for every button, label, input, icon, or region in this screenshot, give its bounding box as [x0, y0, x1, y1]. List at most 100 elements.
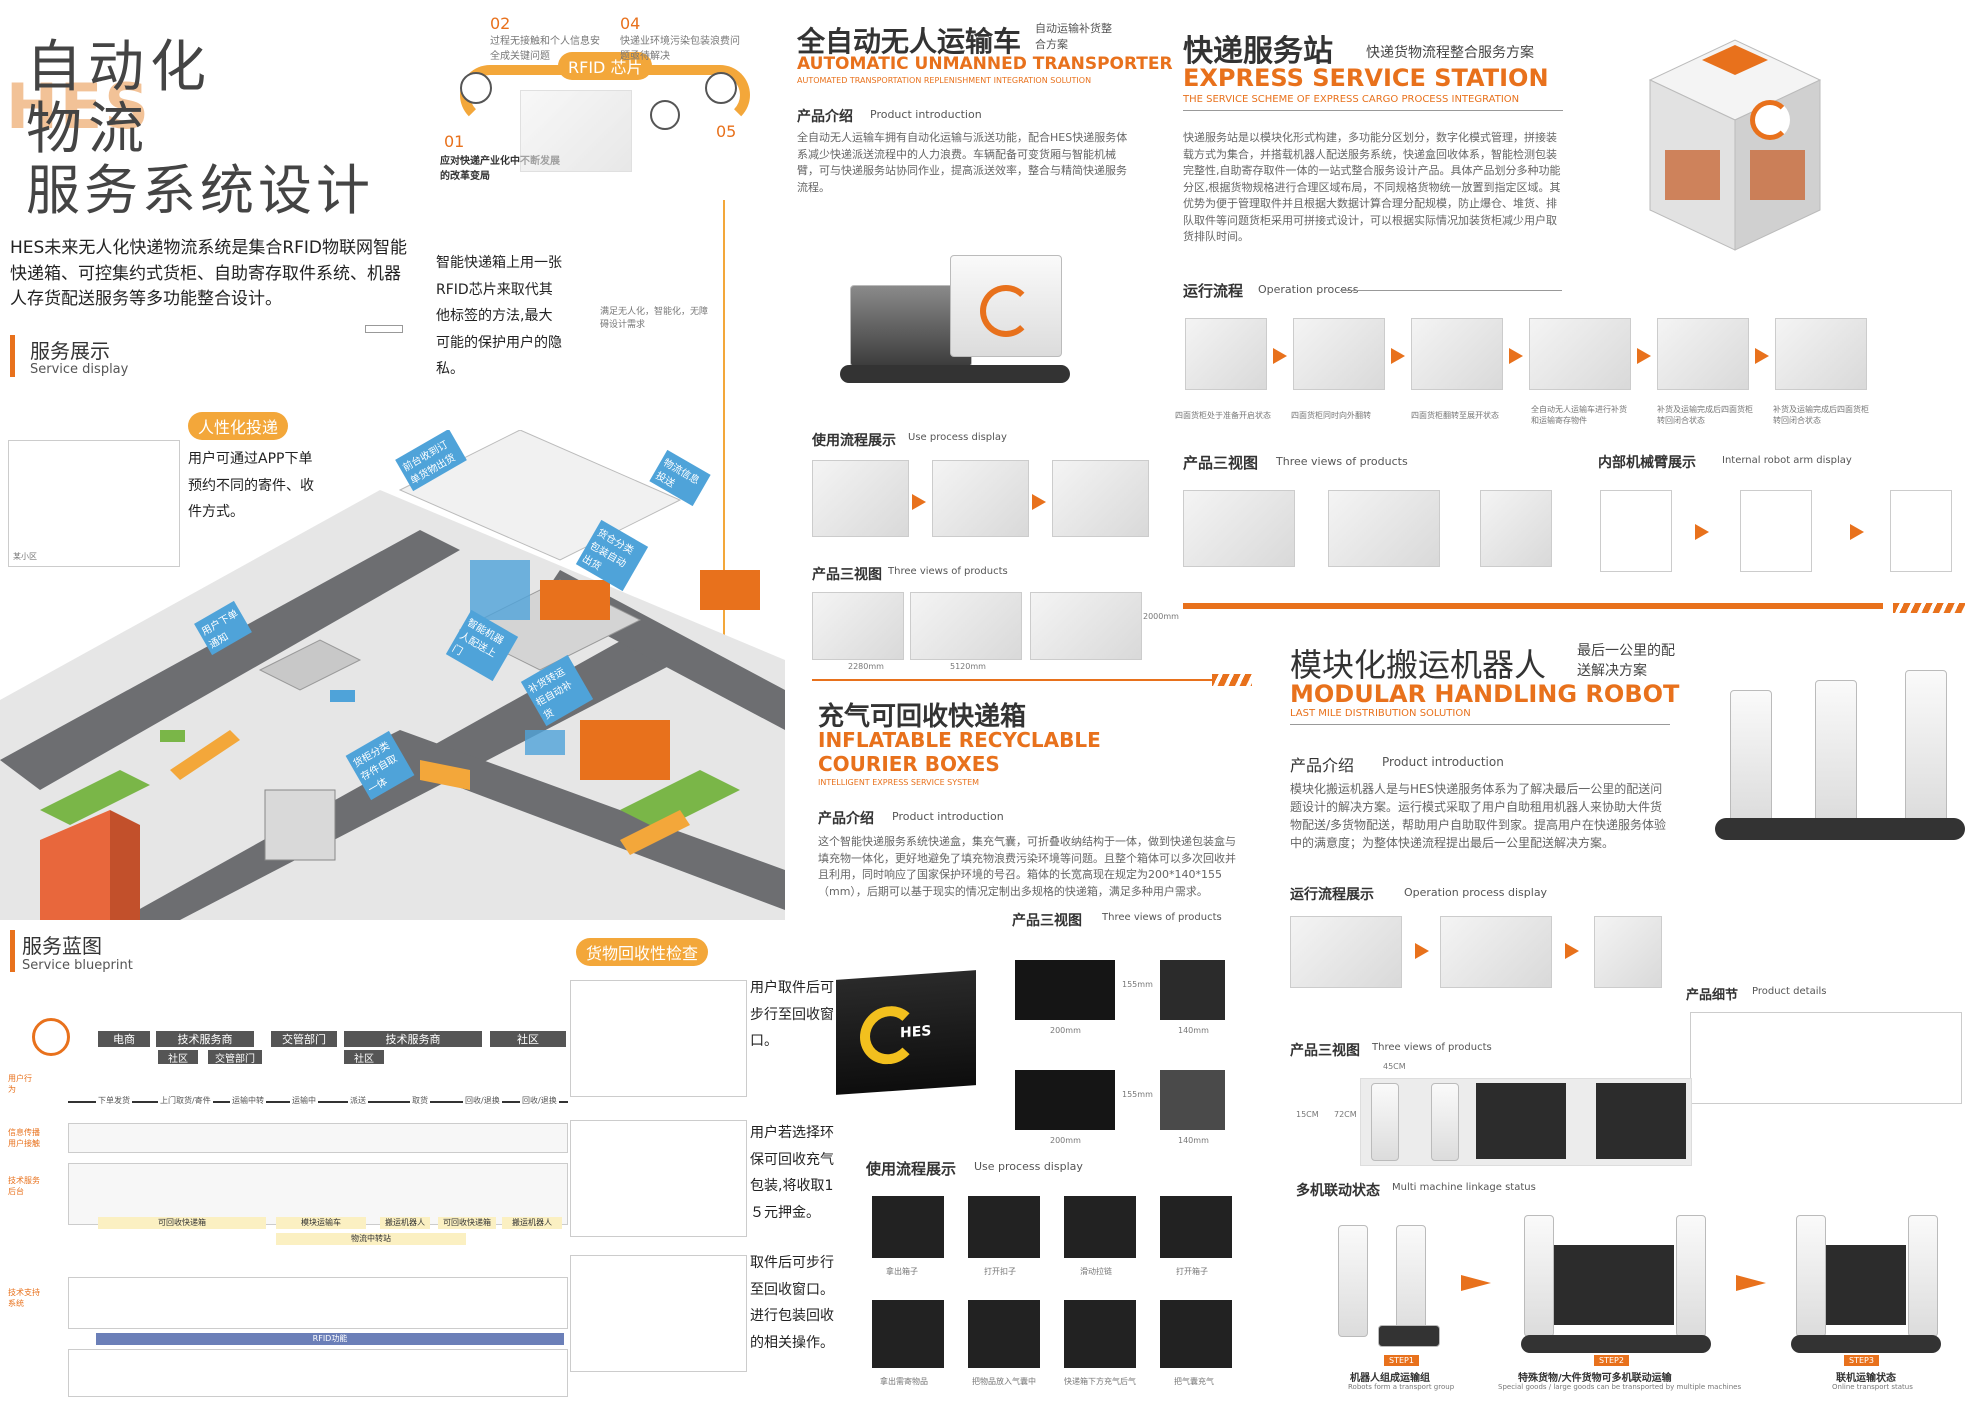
process-step-2: 四面货柜同时向外翻转	[1291, 411, 1371, 420]
service-display-en: Service display	[30, 362, 129, 377]
robot-process-1	[1290, 916, 1402, 988]
robot-title-en: MODULAR HANDLING ROBOT	[1290, 680, 1680, 708]
multi-step-1-cn: 机器人组成运输组	[1350, 1373, 1430, 1384]
robot-process-arrow-1	[1415, 943, 1429, 959]
multi-step-2-cn: 特殊货物/大件货物可多机联动运输	[1518, 1373, 1672, 1384]
bp-bar-3: 物流中转站	[276, 1233, 466, 1245]
robot-views-panel	[1360, 1078, 1692, 1166]
bp-bar-5: 可回收快递箱	[438, 1217, 496, 1229]
bp-row-2: 信息传播用户接触	[8, 1128, 40, 1148]
transporter-use-cn: 使用流程展示	[812, 433, 896, 449]
inflatable-title-en1: INFLATABLE RECYCLABLE	[818, 728, 1101, 752]
timeline-text-01: 应对快递产业化中不断发展的改革变局	[440, 156, 560, 182]
multi-step-1-tag: STEP1	[1384, 1355, 1419, 1366]
bp-row-3: 技术服务后台	[8, 1176, 40, 1196]
blueprint-cn: 服务蓝图	[22, 934, 102, 958]
hes-logo-icon	[980, 285, 1032, 337]
transporter-view-2	[910, 592, 1022, 660]
sketch-label: 某小区	[13, 552, 37, 561]
multi-step-2-en: Special goods / large goods can be trans…	[1498, 1383, 1742, 1391]
sketch-robot-image: 某小区	[8, 440, 180, 567]
bp-bar-2: 模块运输车	[276, 1217, 366, 1229]
use-step-1: 拿出箱子	[886, 1267, 918, 1276]
headset-icon	[705, 72, 737, 104]
timeline-caption: 满足无人化，智能化，无障碍设计需求	[600, 307, 709, 330]
bp-steps-line	[68, 1101, 568, 1103]
timeline-text-04: 快递业环境污染包装浪费问题亟待解决	[620, 36, 740, 62]
inflatable-views-en: Three views of products	[1102, 912, 1222, 923]
express-view-2	[1328, 490, 1440, 567]
robot-multi-cn: 多机联动状态	[1296, 1183, 1380, 1199]
bp-subcol-2: 交管部门	[208, 1050, 262, 1065]
orange-connector-line	[723, 200, 725, 720]
timeline-num-05: 05	[716, 122, 737, 141]
inflatable-view-2	[1160, 960, 1225, 1020]
transporter-use-1	[812, 460, 909, 537]
bp-row-1: 用户行为	[8, 1074, 32, 1094]
hes-watermark: HES	[6, 70, 151, 143]
inflatable-dim-1: 200mm	[1050, 1026, 1081, 1035]
robot-details-en: Product details	[1752, 986, 1827, 997]
bp-subcol-3: 社区	[344, 1050, 384, 1065]
recycle-note-2: 用户若选择环保可回收充气包装,将收取1５元押金。	[750, 1125, 834, 1221]
bp-step-2: 上门取货/寄件	[158, 1095, 213, 1106]
express-process-line	[1340, 290, 1562, 291]
process-step-5: 补货及运输完成后四面货柜转回闭合状态	[1657, 405, 1753, 425]
bp-col-3: 交管部门	[271, 1031, 337, 1047]
transporter-intro-text: 全自动无人运输车拥有自动化运输与派送功能，配合HES快递服务体系减少快递派送流程…	[797, 131, 1128, 194]
bp-bar-6: 搬运机器人	[502, 1217, 562, 1229]
inflatable-intro-en: Product introduction	[892, 810, 1004, 823]
recycle-note-3: 取件后可步行至回收窗口。进行包装回收的相关操作。	[750, 1255, 834, 1351]
express-arm-en: Internal robot arm display	[1722, 455, 1852, 466]
inflatable-hes-mark: HES	[900, 1023, 932, 1042]
process-step-4: 全自动无人运输车进行补货和运输寄存物件	[1531, 405, 1627, 425]
transporter-use-2	[932, 460, 1029, 537]
bp-col-4: 技术服务商	[344, 1031, 482, 1047]
robot-process-arrow-2	[1565, 943, 1579, 959]
title-line-3: 服务系统设计	[26, 159, 374, 222]
city-illustration: 前台收到订单货物出货 物流信息投送 货仓分类包装自动出货 用户下单通知 智能机器…	[0, 430, 785, 920]
robot-subtitle-cn: 最后一公里的配送解决方案	[1577, 643, 1675, 679]
transporter-title-cn: 全自动无人运输车	[797, 25, 1022, 58]
transporter-dim-3: 2000mm	[1143, 612, 1179, 621]
bp-step-7: 回收/退换	[463, 1095, 502, 1106]
use-step-5: 拿出需寄物品	[880, 1377, 928, 1386]
bp-step-3: 运输中转	[230, 1095, 266, 1106]
inflatable-intro-cn: 产品介绍	[818, 811, 874, 827]
timeline: RFID 芯片 02 过程无接触和个人信息安全成关键问题 04 快递业环境污染包…	[440, 10, 750, 210]
recycle-banner: 货物回收性检查	[576, 938, 709, 966]
bp-subcol-1: 社区	[158, 1050, 198, 1065]
inflatable-use-row-1: 拿出箱子 打开扣子 滑动拉链 打开箱子	[860, 1196, 1260, 1286]
transporter-dim-1: 2280mm	[848, 662, 884, 671]
bp-col-5: 社区	[490, 1031, 566, 1047]
arm-arrow-1	[1695, 524, 1709, 540]
inflatable-title-en2: COURIER BOXES	[818, 752, 1000, 776]
arm-image-2	[1740, 490, 1812, 572]
robot-intro-en: Product introduction	[1382, 755, 1504, 769]
transporter-view-3	[1030, 592, 1142, 660]
inflatable-box-main: HES	[836, 970, 976, 1095]
process-step-3: 四面货柜翻转至展开状态	[1411, 411, 1499, 420]
robot-dim-1: 45CM	[1383, 1062, 1406, 1071]
express-subtitle-cn: 快递货物流程整合服务方案	[1366, 45, 1534, 61]
robot-sub-line	[1290, 724, 1670, 725]
station-logo-icon	[1750, 100, 1790, 140]
express-sub-en: THE SERVICE SCHEME OF EXPRESS CARGO PROC…	[1183, 94, 1520, 105]
bp-step-1: 下单发货	[96, 1095, 132, 1106]
personal-banner: 人性化投递	[188, 412, 289, 440]
use-step-4: 打开箱子	[1176, 1267, 1208, 1276]
use-step-2: 打开扣子	[984, 1267, 1016, 1276]
transporter-use-en: Use process display	[908, 432, 1007, 443]
transporter-views-en: Three views of products	[888, 566, 1008, 577]
bp-col-2: 技术服务商	[156, 1031, 254, 1047]
robot-intro-cn: 产品介绍	[1290, 756, 1355, 775]
robot-process-2	[1440, 916, 1552, 988]
robot-process-en: Operation process display	[1404, 886, 1548, 899]
station-svg	[1648, 39, 1822, 251]
bp-col-1: 电商	[98, 1031, 150, 1047]
express-intro-text: 快递服务站是以模块化形式构建，多功能分区划分，数字化模式管理，拼接装载方式为集合…	[1183, 131, 1561, 243]
robot-multi-en: Multi machine linkage status	[1392, 1182, 1536, 1193]
inflatable-views-cn: 产品三视图	[1012, 913, 1082, 929]
process-step-6: 补货及运输完成后四面货柜转回闭合状态	[1773, 405, 1869, 425]
title-line-1: 自动化	[26, 35, 212, 100]
